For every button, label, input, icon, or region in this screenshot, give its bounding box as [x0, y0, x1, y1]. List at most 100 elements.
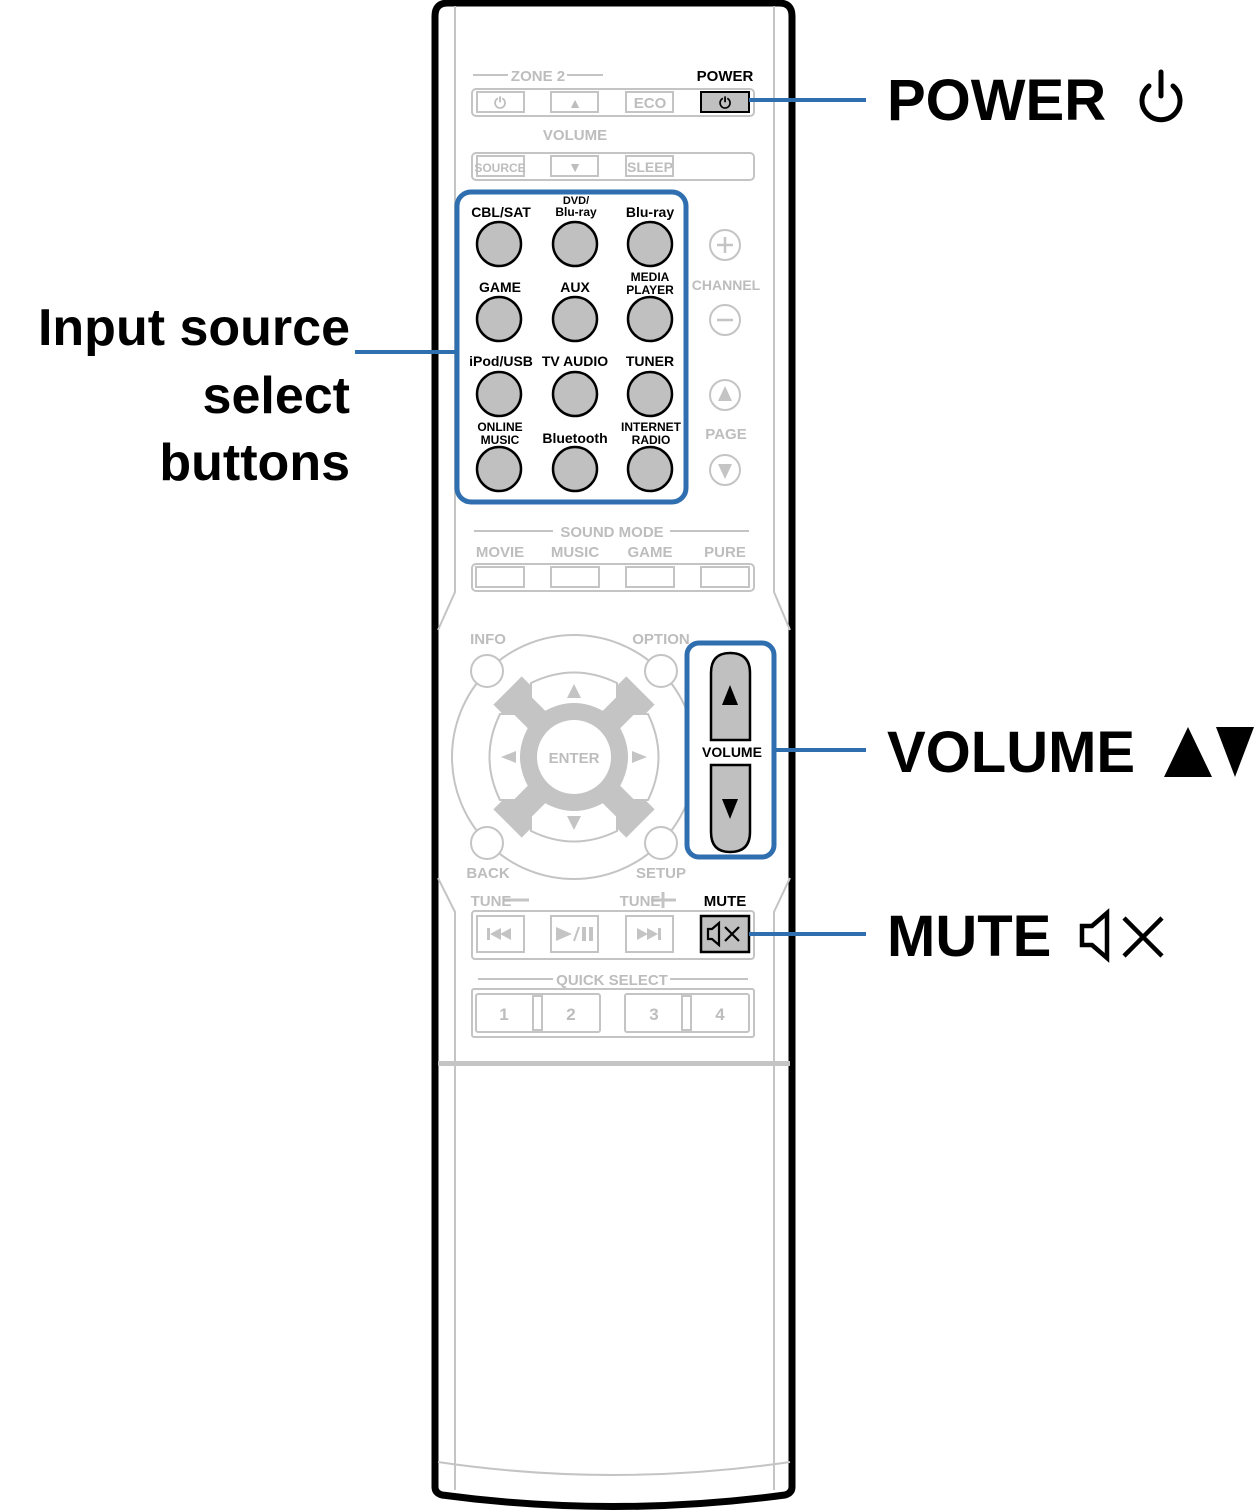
input-label-aux: AUX	[560, 279, 590, 295]
source-button[interactable]	[476, 155, 525, 177]
enter-button[interactable]	[537, 720, 611, 794]
sleep-label: SLEEP	[627, 159, 673, 175]
callout-mute-label: MUTE	[887, 904, 1052, 969]
input-label-game: GAME	[479, 279, 521, 295]
volume-label: VOLUME	[702, 744, 762, 760]
input-label-dvd-line2: Blu-ray	[555, 205, 597, 219]
callout-input-line2: select	[202, 367, 350, 425]
input-button-internet-radio[interactable]	[626, 445, 674, 493]
option-button[interactable]	[644, 654, 678, 688]
input-label-bluray: Blu-ray	[626, 204, 674, 220]
zone2-volume-group	[471, 152, 755, 181]
tune-plus-label: TUNE	[620, 893, 661, 910]
back-button[interactable]	[470, 826, 504, 860]
mute-button[interactable]	[699, 914, 751, 954]
source-label: SOURCE	[474, 161, 525, 175]
zone2-power-icon: ⏻	[494, 95, 506, 112]
prev-icon	[487, 928, 511, 940]
quick-select-3-label: 3	[649, 1005, 658, 1024]
nav-up-icon	[567, 684, 581, 698]
nav-left-icon	[501, 751, 516, 763]
power-label: POWER	[697, 68, 754, 85]
input-button-game[interactable]	[475, 295, 523, 343]
callout-mute-icon	[1079, 908, 1164, 963]
input-button-bluetooth[interactable]	[551, 445, 599, 493]
input-label-dvd-line1: DVD/	[563, 195, 589, 207]
input-button-cbl-sat[interactable]	[475, 220, 523, 268]
input-label-radio: RADIO	[632, 433, 671, 447]
callout-volume-label: VOLUME	[887, 720, 1136, 785]
mute-icon	[706, 920, 740, 948]
remote-inner-outline	[437, 6, 791, 1490]
navigation-pad	[451, 634, 697, 880]
tune-minus-label: TUNE	[471, 893, 512, 910]
sound-mode-game-button[interactable]	[625, 566, 675, 588]
callout-input-line3: buttons	[159, 434, 350, 492]
quick-select-group	[471, 978, 755, 1038]
input-button-media-player[interactable]	[626, 295, 674, 343]
sound-mode-movie-button[interactable]	[475, 566, 525, 588]
zone2-power-button[interactable]	[476, 91, 525, 113]
callout-power-icon	[1139, 69, 1183, 123]
callout-power-label: POWER	[887, 68, 1107, 133]
eco-label: ECO	[634, 95, 667, 112]
transport-group	[471, 892, 755, 960]
input-button-bluray[interactable]	[626, 220, 674, 268]
quick-select-1-label: 1	[499, 1005, 508, 1024]
sound-mode-pure-button[interactable]	[700, 566, 750, 588]
zone2-volume-label: VOLUME	[543, 127, 607, 144]
page-up-icon	[718, 386, 732, 401]
zone2-volume-up-button[interactable]	[550, 91, 599, 113]
page-label: PAGE	[705, 426, 746, 443]
zone2-group	[471, 74, 755, 117]
setup-label: SETUP	[636, 865, 686, 882]
input-source-highlight	[454, 189, 689, 505]
sound-mode-music-label: MUSIC	[551, 544, 600, 561]
input-label-online: ONLINE	[477, 420, 522, 434]
input-button-online-music[interactable]	[475, 445, 523, 493]
zone2-volume-down-button[interactable]	[550, 155, 599, 177]
sound-mode-group	[471, 530, 755, 592]
input-label-bluetooth: Bluetooth	[542, 430, 607, 446]
volume-up-icon	[722, 685, 738, 705]
nav-down-icon	[567, 816, 581, 830]
input-button-tv-audio[interactable]	[551, 370, 599, 418]
mute-label: MUTE	[704, 893, 747, 910]
input-label-media: MEDIA	[631, 270, 670, 284]
enter-label: ENTER	[549, 750, 600, 767]
channel-label: CHANNEL	[692, 277, 761, 293]
zone2-up-icon: ▲	[568, 95, 582, 111]
input-label-player: PLAYER	[626, 283, 674, 297]
option-label: OPTION	[632, 631, 690, 648]
quick-select-4-label: 4	[715, 1005, 725, 1024]
page-down-icon	[718, 464, 732, 479]
play-pause-icon	[556, 926, 593, 942]
sleep-button[interactable]	[625, 155, 674, 177]
info-label: INFO	[470, 631, 506, 648]
info-button[interactable]	[470, 654, 504, 688]
quick-select-label: QUICK SELECT	[556, 972, 668, 989]
sound-mode-music-button[interactable]	[550, 566, 600, 588]
volume-down-icon	[722, 799, 738, 819]
input-source-buttons	[475, 220, 674, 493]
input-button-aux[interactable]	[551, 295, 599, 343]
sound-mode-label: SOUND MODE	[560, 524, 663, 541]
zone2-label: ZONE 2	[511, 68, 565, 85]
input-button-ipod-usb[interactable]	[475, 370, 523, 418]
input-button-dvd-bluray[interactable]	[551, 220, 599, 268]
back-label: BACK	[466, 865, 509, 882]
input-button-tuner[interactable]	[626, 370, 674, 418]
sound-mode-pure-label: PURE	[704, 544, 746, 561]
input-label-ipod-usb: iPod/USB	[469, 353, 533, 369]
quick-select-2-label: 2	[566, 1005, 575, 1024]
input-label-music: MUSIC	[481, 433, 520, 447]
setup-button[interactable]	[644, 826, 678, 860]
eco-button[interactable]	[625, 91, 674, 113]
battery-cover-seam	[438, 1061, 790, 1066]
callout-volume-icon	[1164, 727, 1254, 777]
input-label-cbl-sat: CBL/SAT	[471, 204, 531, 220]
callout-input-line1: Input source	[37, 299, 350, 357]
sound-mode-game-label: GAME	[628, 544, 673, 561]
input-label-internet: INTERNET	[621, 420, 682, 434]
input-label-tuner: TUNER	[626, 353, 674, 369]
